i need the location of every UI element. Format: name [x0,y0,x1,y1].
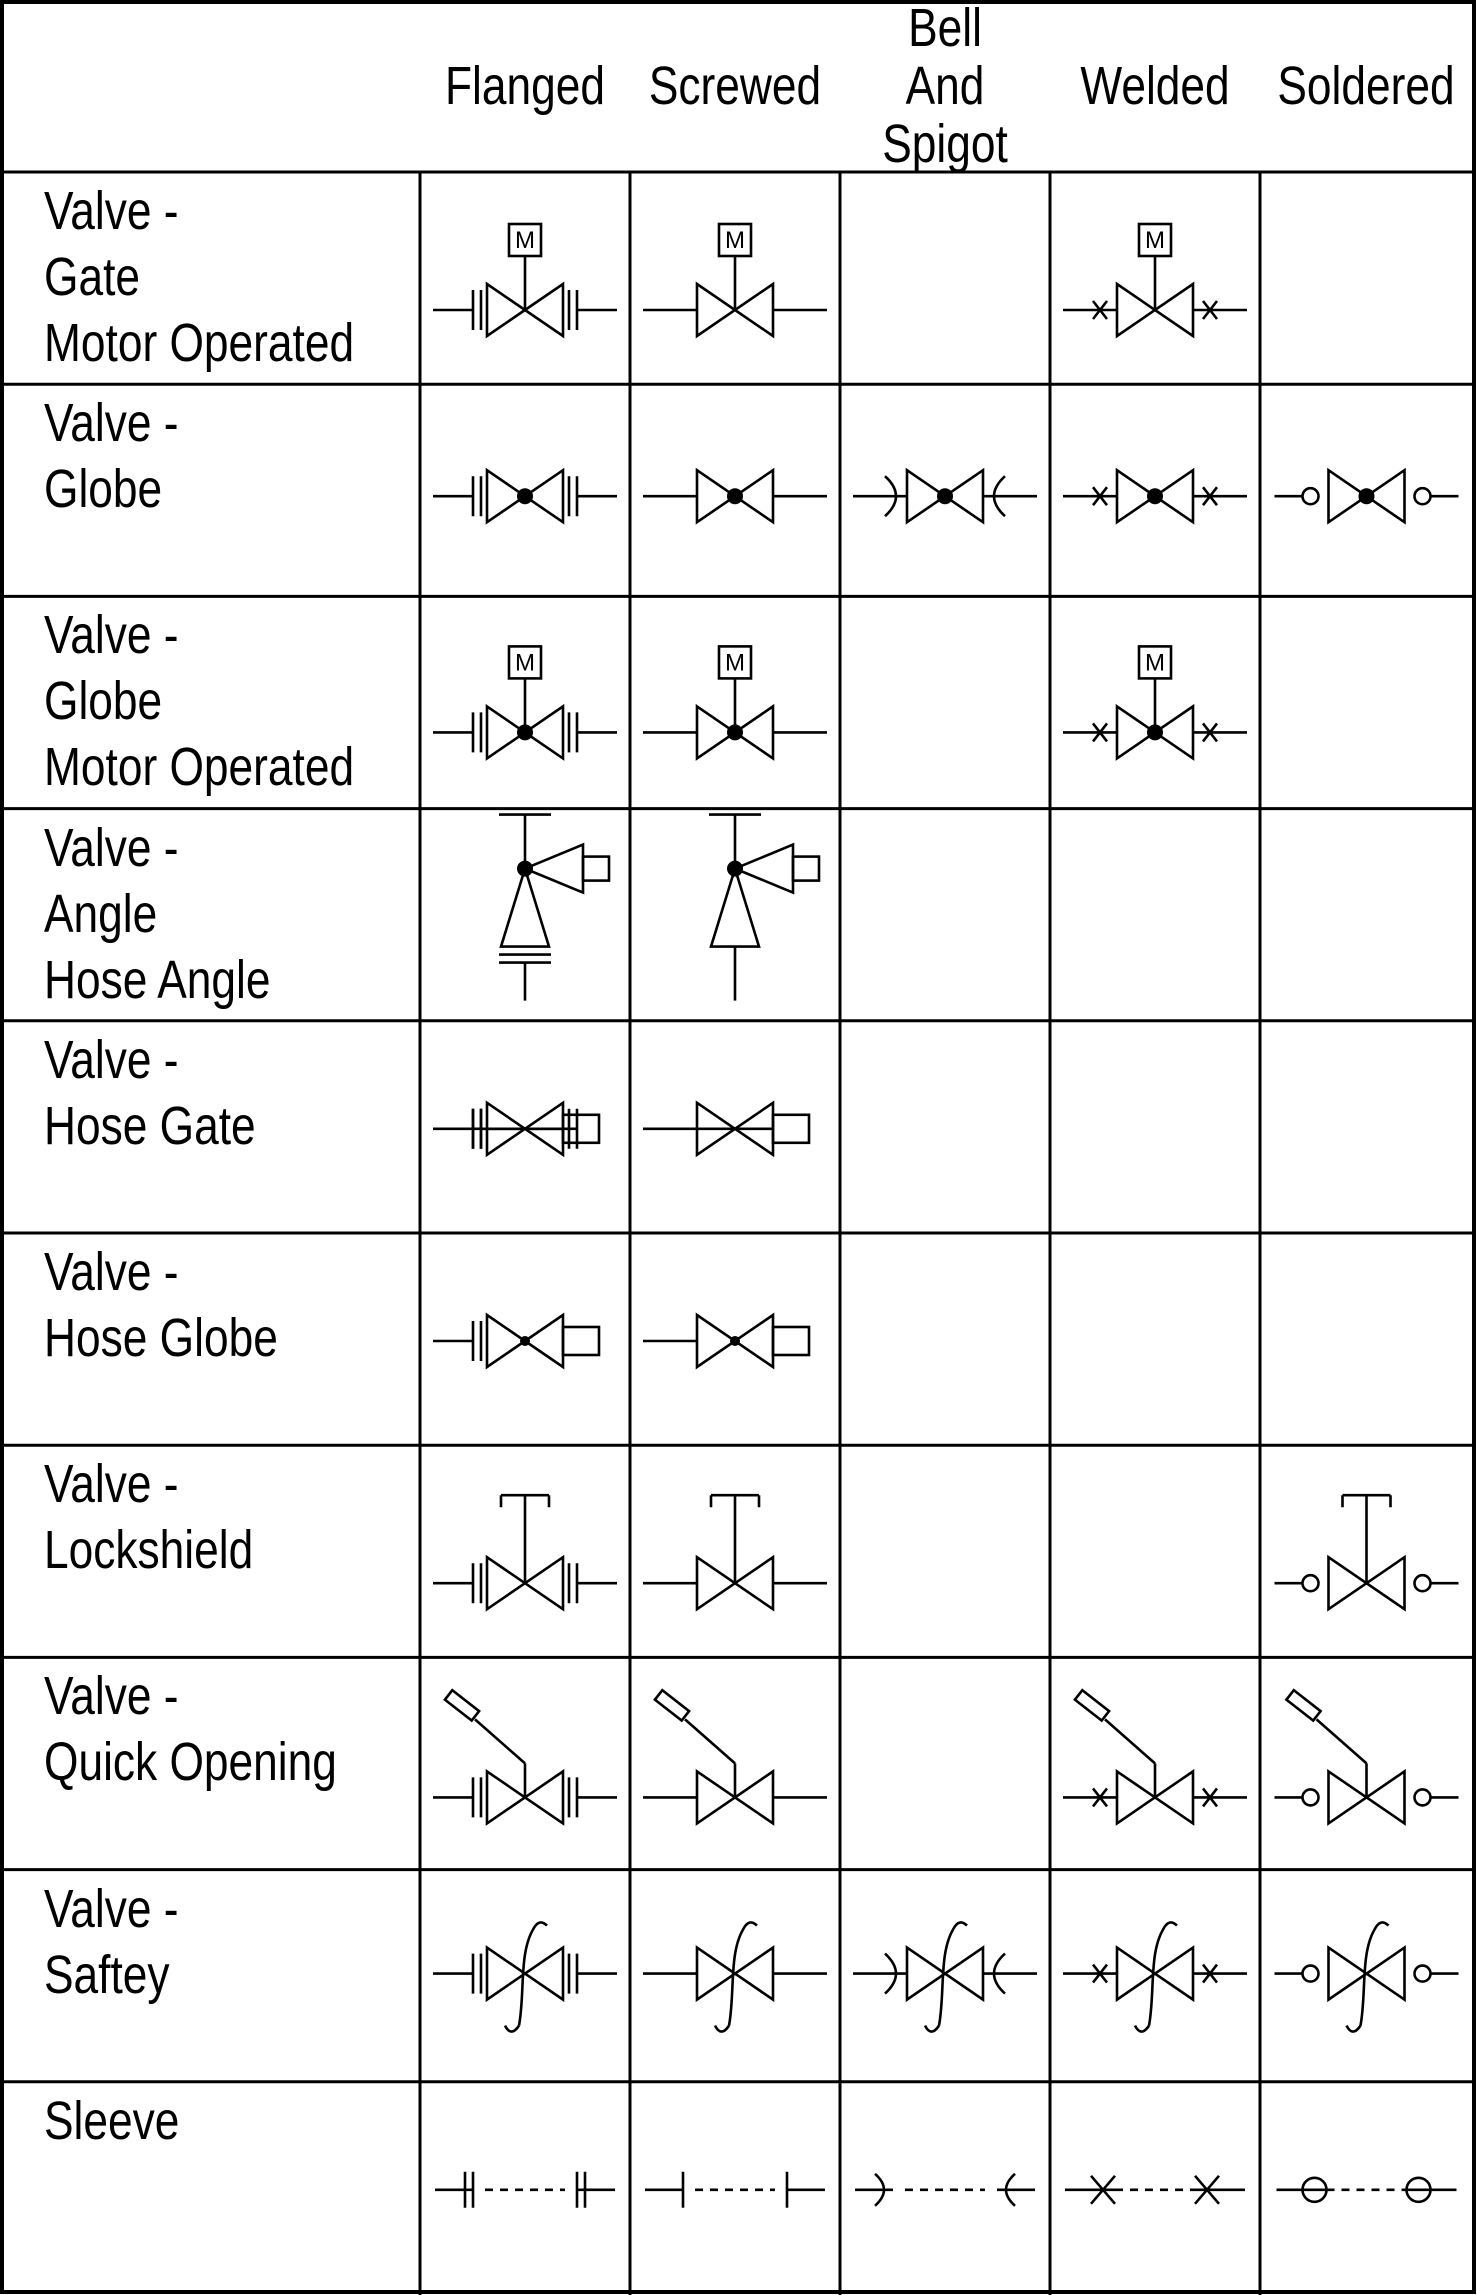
symbol-quick-screwed [643,1688,827,1826]
symbol-quick-soldered [1274,1688,1459,1826]
symbol-globe-motor-flanged: M [433,645,617,761]
row-label-line: Sleeve [44,2090,180,2151]
symbol-lockshield-flanged [433,1493,617,1612]
row-label-line: Hose Angle [44,949,271,1010]
symbol-gate-motor-welded: M [1063,222,1247,339]
row-label-line: Valve - [44,817,179,878]
symbol-lockshield-soldered [1274,1493,1459,1612]
symbol-quick-flanged [433,1688,617,1826]
svg-text:M: M [725,649,745,676]
column-header-bell-and-spigot-text: Bell And Spigot [882,0,1008,174]
row-label-line: Hose Gate [44,1095,256,1156]
symbol-lockshield-screwed [643,1493,827,1612]
symbol-globe-soldered [1274,467,1459,525]
column-header-bell-and-spigot: Bell And Spigot [859,0,1031,174]
row-label-line: Motor Operated [44,737,355,798]
svg-text:M: M [1145,649,1165,676]
svg-text:M: M [515,649,535,676]
row-label-line: Valve - [44,1029,179,1090]
row-label-line: Valve - [44,1666,179,1727]
column-header-welded: Welded [1080,56,1230,116]
symbol-angle-hose-flanged [499,813,611,1001]
row-label-line: Globe [44,671,163,732]
svg-text:M: M [725,227,745,254]
row-label-line: Valve - [44,1878,179,1939]
symbol-safety-soldered [1274,1921,1459,2033]
column-header-soldered: Soldered [1277,56,1455,116]
svg-text:M: M [515,227,535,254]
row-label: Valve -Saftey [44,1876,179,2008]
row-label-line: Angle [44,883,158,944]
row-label-line: Globe [44,459,163,520]
symbol-safety-flanged [433,1921,617,2033]
row-label-line: Motor Operated [44,313,355,373]
symbol-gate-motor-flanged: M [433,222,617,339]
row-label-line: Valve - [44,1242,179,1302]
symbol-sleeve-soldered [1276,2176,1457,2204]
symbol-globe-welded [1063,467,1247,525]
row-label: Sleeve [44,2088,179,2154]
symbol-hose-gate-flanged [433,1100,601,1158]
symbol-hose-gate-screwed [643,1100,811,1158]
row-label-line: Saftey [44,1944,170,2005]
row-label: Valve -Quick Opening [44,1663,337,1795]
symbol-hose-globe-flanged [433,1312,601,1370]
row-label: Valve -Globe [44,390,179,522]
row-label-line: Valve - [44,393,179,454]
symbol-globe-flanged [433,467,617,525]
symbol-sleeve-flanged [435,2171,615,2208]
symbol-globe-bell [853,467,1037,525]
symbol-hose-globe-screwed [643,1312,811,1370]
symbol-safety-screwed [643,1921,827,2033]
column-header-screwed: Screwed [648,56,822,116]
symbol-quick-welded [1063,1688,1247,1826]
symbol-sleeve-welded [1065,2174,1245,2205]
row-label: Valve -Hose Gate [44,1027,256,1159]
symbol-safety-welded [1063,1921,1247,2033]
symbol-globe-motor-screwed: M [643,645,827,761]
row-label-line: Gate [44,247,141,307]
row-label-line: Valve - [44,605,179,666]
row-label-line: Valve - [44,1454,179,1515]
symbol-safety-bell [853,1921,1037,2033]
row-label-line: Lockshield [44,1520,254,1581]
symbol-globe-motor-welded: M [1063,645,1247,761]
row-label: Valve -Lockshield [44,1451,253,1583]
symbol-sleeve-screwed [645,2171,825,2208]
row-label: Valve -Hose Globe [44,1239,278,1371]
symbol-gate-motor-screwed: M [643,222,827,339]
symbol-globe-screwed [643,467,827,525]
svg-text:M: M [1145,227,1165,254]
column-header-flanged: Flanged [444,56,606,116]
row-label-line: Hose Globe [44,1308,278,1368]
row-label-line: Valve - [44,181,179,241]
symbol-sleeve-bell [855,2172,1035,2207]
symbol-angle-hose-screwed [709,813,821,1001]
row-label-line: Quick Opening [44,1732,337,1793]
